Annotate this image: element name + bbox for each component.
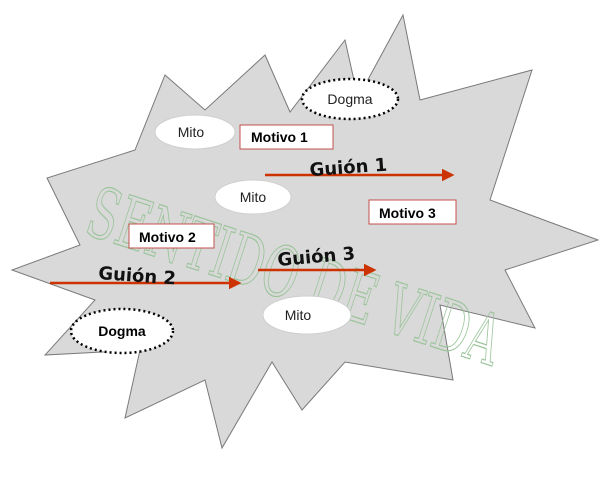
dogma-node-top: Dogma <box>300 77 400 121</box>
mito-label-2: Mito <box>240 189 267 205</box>
motivo-box-3: Motivo 3 <box>368 199 457 225</box>
motivo-label-3: Motivo 3 <box>379 205 436 221</box>
dogma-node-bottom: Dogma <box>69 307 175 355</box>
motivo-label-1: Motivo 1 <box>251 129 308 145</box>
motivo-box-1: Motivo 1 <box>239 124 334 150</box>
mito-label-3: Mito <box>285 307 312 323</box>
mito-label-1: Mito <box>178 124 205 140</box>
dogma-label-top: Dogma <box>327 91 372 107</box>
motivo-box-2: Motivo 2 <box>128 223 215 249</box>
mito-node-1: Mito <box>154 114 236 150</box>
motivo-label-2: Motivo 2 <box>139 229 196 245</box>
mito-node-3: Mito <box>262 295 352 335</box>
mito-node-2: Mito <box>214 179 292 215</box>
dogma-label-bottom: Dogma <box>98 323 146 339</box>
